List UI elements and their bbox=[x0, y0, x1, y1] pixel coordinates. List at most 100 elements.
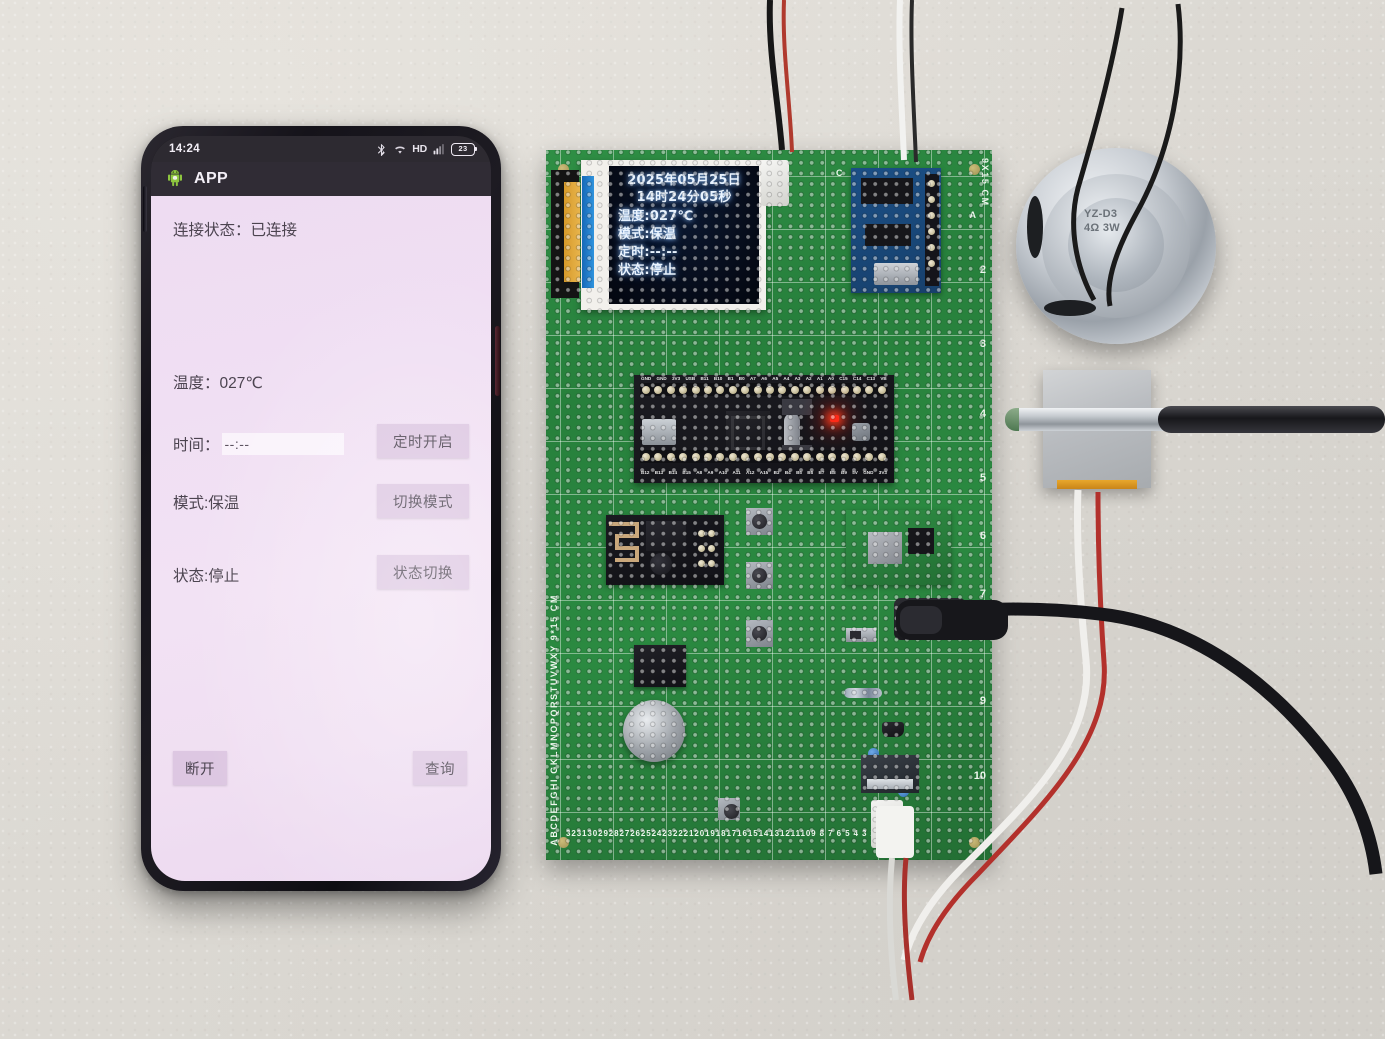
board-row-number-7: 7 bbox=[979, 588, 986, 600]
signal-icon bbox=[432, 143, 446, 156]
app-title: APP bbox=[194, 170, 229, 187]
mount-hole-tr bbox=[969, 164, 980, 175]
power-connector-top bbox=[761, 160, 789, 206]
switch-state-button[interactable]: 状态切换 bbox=[377, 555, 469, 589]
time-input[interactable]: --:-- bbox=[221, 433, 344, 455]
tact-button-2[interactable] bbox=[746, 562, 773, 589]
speaker-slot-left bbox=[1027, 196, 1043, 258]
mount-hole-br bbox=[969, 837, 980, 848]
esp-pin-header bbox=[694, 525, 720, 575]
query-button[interactable]: 查询 bbox=[413, 751, 467, 785]
lcd-time: 14时24分05秒 bbox=[636, 190, 732, 206]
ttl-chip-top bbox=[861, 178, 913, 204]
disconnect-button[interactable]: 断开 bbox=[173, 751, 227, 785]
tact-button-3[interactable] bbox=[746, 620, 773, 647]
slide-switch[interactable] bbox=[846, 628, 876, 642]
temperature-row: 温度：027℃ bbox=[173, 371, 263, 393]
speaker-slot-bottom bbox=[1044, 300, 1096, 316]
mount-hole-bl bbox=[558, 837, 569, 848]
speaker-label-line1: YZ-D3 bbox=[1084, 208, 1118, 220]
speaker-label-line2: 4Ω 3W bbox=[1084, 221, 1120, 234]
wifi-icon bbox=[393, 143, 407, 156]
transistor-1 bbox=[882, 722, 904, 737]
ttl-chip-mid bbox=[865, 224, 911, 246]
ds1302-rtc-chip bbox=[634, 645, 686, 687]
status-bar-clock: 14:24 bbox=[169, 143, 200, 155]
temperature-text: 温度：027℃ bbox=[173, 375, 263, 392]
board-row-number-4: 4 bbox=[979, 408, 986, 420]
board-row-number-10: 10 bbox=[973, 770, 986, 782]
blue-cap-2 bbox=[898, 786, 909, 797]
blue-cap-1 bbox=[868, 748, 879, 759]
mount-hole-tl bbox=[558, 164, 569, 175]
heater-element bbox=[1057, 480, 1137, 489]
esp8266-soc bbox=[650, 553, 672, 575]
stm32-chip bbox=[726, 411, 770, 455]
micro-usb-port-ttl bbox=[874, 263, 918, 285]
board-row-number-9: 9 bbox=[979, 695, 986, 707]
mode-text: 模式:保温 bbox=[173, 495, 240, 512]
phone-screen: 14:24 HD bbox=[151, 136, 491, 881]
transistor-2 bbox=[876, 762, 902, 780]
tact-button-4[interactable] bbox=[718, 798, 740, 820]
power-led-red bbox=[830, 415, 839, 422]
phone-device: 14:24 HD bbox=[141, 126, 501, 891]
output-connector bbox=[871, 800, 903, 848]
ttl-pin-header bbox=[925, 174, 939, 286]
status-bar-icons: HD 23 bbox=[375, 142, 477, 156]
lcd-flex-cable bbox=[564, 182, 580, 282]
board-silkscreen-right: 9X15 CM bbox=[980, 158, 990, 207]
reset-button[interactable] bbox=[852, 423, 870, 441]
battery-icon: 23 bbox=[451, 142, 477, 156]
esp-shield-can bbox=[646, 521, 686, 551]
tact-button-1[interactable] bbox=[746, 508, 773, 535]
speaker-label: YZ-D3 4Ω 3W bbox=[1084, 208, 1120, 236]
speaker bbox=[1016, 148, 1216, 344]
status-bar: 14:24 HD bbox=[151, 136, 491, 162]
buck-inductor bbox=[868, 532, 902, 564]
android-robot-icon bbox=[165, 167, 185, 192]
crystal-oscillator bbox=[784, 413, 800, 453]
mode-row: 模式:保温 bbox=[173, 491, 239, 513]
buck-ic bbox=[908, 528, 934, 554]
connection-status-text: 连接状态：已连接 bbox=[173, 222, 298, 239]
probe-cable bbox=[1158, 406, 1385, 433]
lcd-pin-header bbox=[551, 170, 579, 298]
board-row-number-5: 5 bbox=[979, 472, 986, 484]
lcd-date: 2025年05月25日 bbox=[627, 173, 741, 188]
board-column-mark-a: A bbox=[969, 210, 977, 220]
switch-mode-button[interactable]: 切换模式 bbox=[377, 484, 469, 518]
app-content: 连接状态：已连接 温度：027℃ 时间： --:-- 模式:保温 状态:停止 定… bbox=[151, 196, 491, 881]
board-silkscreen-bottom: 3231302928272625242322212019181716151413… bbox=[566, 829, 885, 838]
lcd-mode: 模式:保温 bbox=[618, 226, 677, 242]
timer-start-button[interactable]: 定时开启 bbox=[377, 424, 469, 458]
board-column-mark-c: C bbox=[836, 168, 843, 178]
perfboard: ABCDEFGHI GKLMNOPQRSTUVWXY 9*15 CM 9X15 … bbox=[546, 150, 992, 860]
connection-status-row: 连接状态：已连接 bbox=[173, 218, 297, 240]
usb-ttl-module bbox=[851, 168, 941, 293]
lcd-display: 2025年05月25日 14时24分05秒 温度:027℃ 模式:保温 定时:-… bbox=[609, 166, 759, 304]
boot-jumper-1[interactable] bbox=[782, 399, 812, 415]
boot-jumper-0[interactable] bbox=[782, 445, 812, 461]
mp1584-buck-converter bbox=[846, 510, 951, 585]
lcd-temperature: 温度:027℃ bbox=[618, 208, 694, 224]
board-row-number-3: 3 bbox=[979, 338, 986, 350]
board-row-number-6: 6 bbox=[979, 530, 986, 542]
lcd-timer: 定时:--:-- bbox=[618, 245, 678, 261]
output-module bbox=[861, 755, 919, 793]
micro-usb-port-stm32 bbox=[642, 419, 676, 445]
hd-icon: HD bbox=[412, 143, 427, 155]
ds18b20-temperature-probe bbox=[1005, 408, 1197, 431]
lcd-module: 2025年05月25日 14时24分05秒 温度:027℃ 模式:保温 定时:-… bbox=[551, 160, 766, 310]
lcd-ribbon bbox=[582, 176, 594, 288]
board-silkscreen-left: ABCDEFGHI GKLMNOPQRSTUVWXY 9*15 CM bbox=[549, 594, 559, 846]
board-row-number-2: 2 bbox=[979, 264, 986, 276]
time-row: 时间： --:-- bbox=[173, 433, 344, 455]
cr1220-battery bbox=[623, 700, 685, 762]
stm32-header-top bbox=[640, 383, 888, 396]
state-row: 状态:停止 bbox=[173, 564, 239, 586]
dc-power-jack bbox=[894, 598, 966, 640]
